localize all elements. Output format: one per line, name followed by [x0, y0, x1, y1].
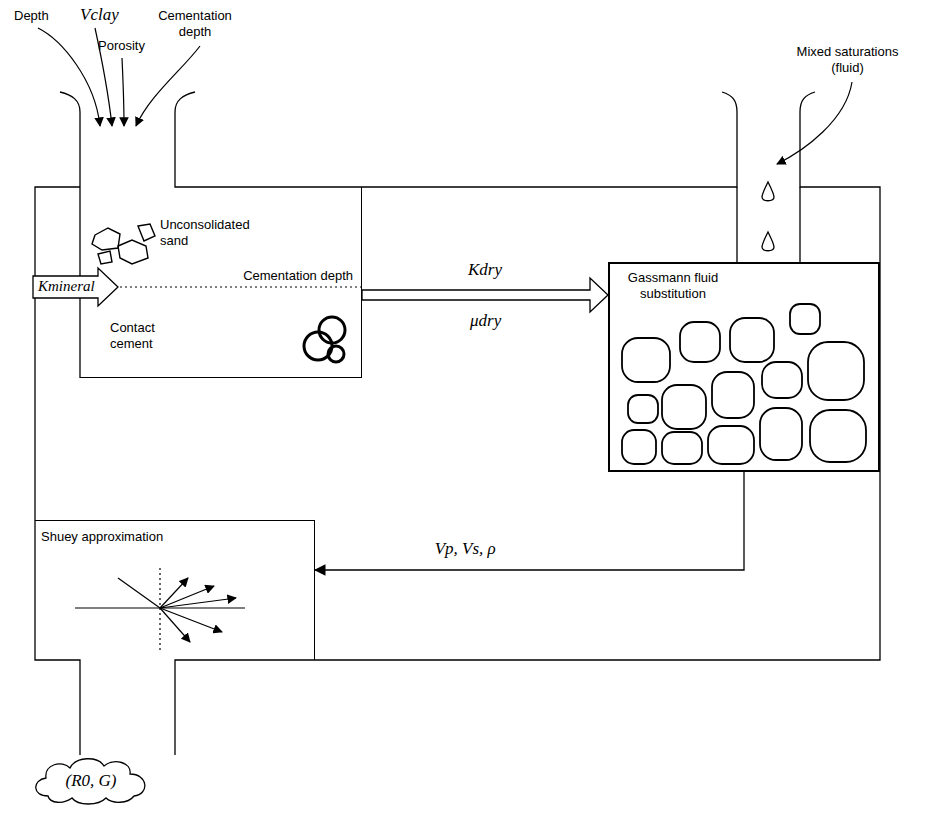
- shuey-box: Shuey approximation: [35, 520, 315, 660]
- reflection-rays: [75, 568, 245, 652]
- gassmann-box: Gassmann fluid substitution: [608, 262, 880, 472]
- node-text: Gassmann fluid substitution: [614, 270, 732, 303]
- free-label: Cementation depth: [150, 8, 240, 41]
- node-text: (R0, G): [66, 770, 117, 791]
- frame-outline: [35, 92, 880, 755]
- elbow-arrow: [315, 472, 744, 570]
- node-text: Unconsolidated sand: [160, 217, 264, 250]
- hollow-arrow: [362, 278, 608, 312]
- node-text: Cementation depth: [241, 268, 355, 284]
- pore-grains: [622, 304, 866, 464]
- node-text: Shuey approximation: [41, 529, 163, 545]
- sand-grains: [92, 224, 155, 264]
- free-label: Vclay: [80, 4, 119, 25]
- fluid-droplets: [762, 182, 774, 251]
- free-label: Mixed saturations (fluid): [780, 44, 915, 77]
- node-text: Contact cement: [110, 320, 172, 353]
- edge-label: Kdry: [468, 259, 502, 280]
- free-label: μdry: [470, 310, 501, 331]
- output-cloud: (R0, G): [28, 752, 154, 806]
- free-label: Depth: [14, 8, 49, 24]
- edge-label: Vp, Vs, ρ: [435, 538, 496, 559]
- cementation-line: [120, 286, 362, 287]
- cemented-grains: [304, 317, 345, 362]
- input-arrows: [38, 28, 852, 164]
- free-label: Kmineral: [38, 277, 95, 296]
- free-label: Porosity: [98, 38, 145, 54]
- mineral-arrow: [33, 268, 118, 306]
- rock-physics-box: Unconsolidated sandCementation depthCont…: [80, 187, 362, 378]
